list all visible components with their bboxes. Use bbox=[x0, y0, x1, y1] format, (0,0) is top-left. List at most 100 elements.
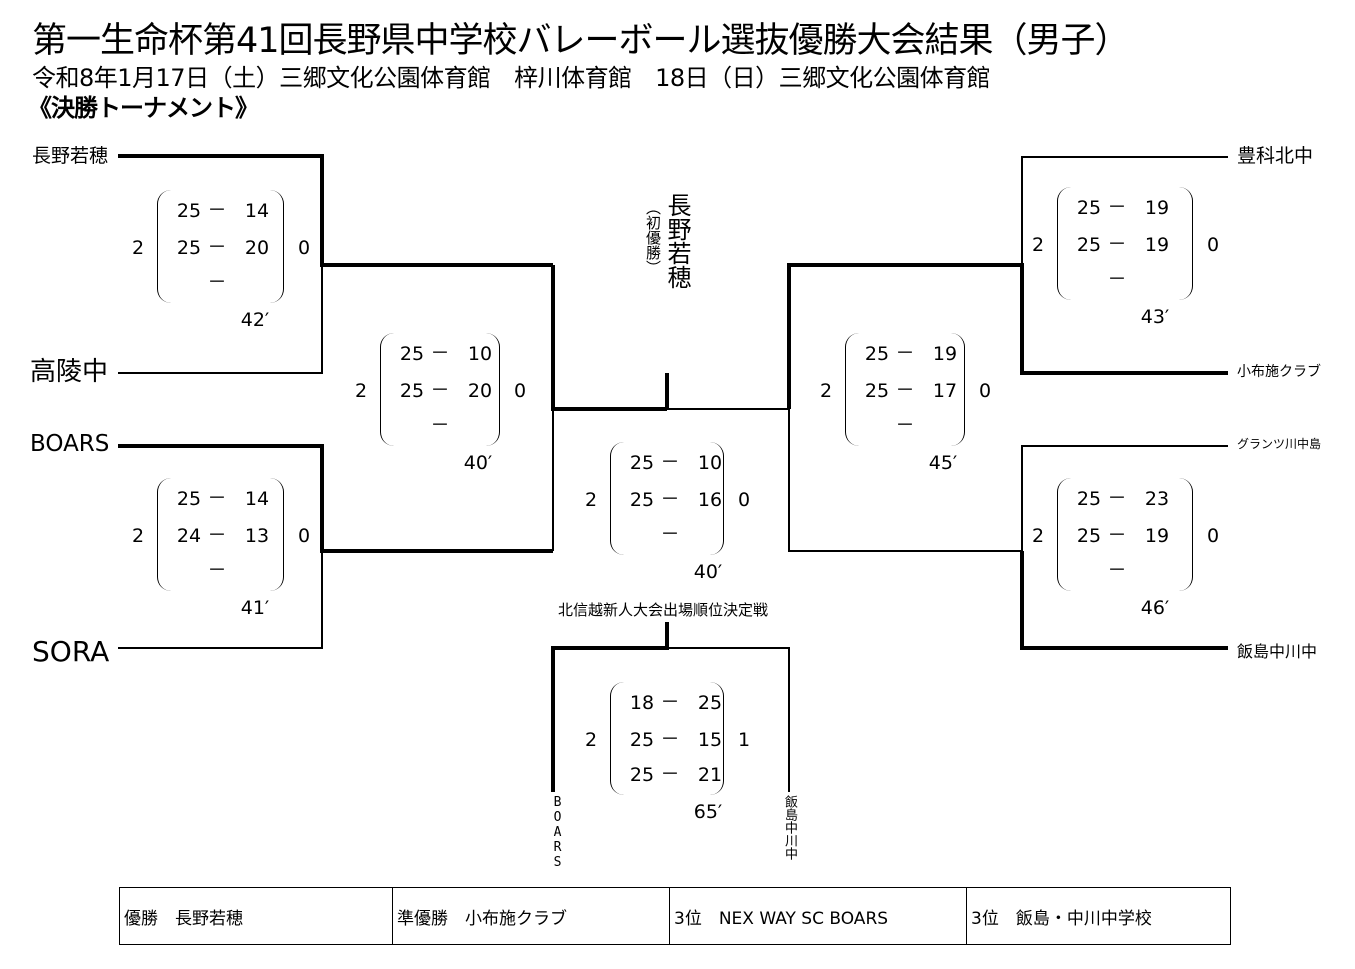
third-place-left-team: BOARS bbox=[550, 795, 565, 870]
match-time: 40′ bbox=[693, 561, 723, 583]
set-dash: － bbox=[660, 691, 680, 713]
set-score-left: 25 bbox=[629, 764, 655, 786]
sets-won-left: 2 bbox=[131, 525, 145, 547]
set-score-left: 25 bbox=[176, 237, 202, 259]
bracket-line bbox=[551, 265, 667, 411]
match-time: 40′ bbox=[463, 452, 493, 474]
bracket-line bbox=[1020, 551, 1228, 650]
set-score-left: 25 bbox=[864, 380, 890, 402]
set-score-left: 25 bbox=[629, 452, 655, 474]
match-time: 43′ bbox=[1140, 306, 1170, 328]
set-dash: － bbox=[895, 342, 915, 364]
score-box-LS bbox=[380, 333, 500, 446]
set-score-left: 25 bbox=[629, 729, 655, 751]
set-dash: － bbox=[430, 414, 450, 436]
team-toyoshina-kita: 豊科北中 bbox=[1237, 145, 1314, 167]
set-score-right: 13 bbox=[244, 525, 270, 547]
sets-won-right: 0 bbox=[737, 489, 751, 511]
sets-won-right: 0 bbox=[1206, 525, 1220, 547]
set-dash: － bbox=[207, 524, 227, 546]
set-score-left: 25 bbox=[1076, 234, 1102, 256]
set-dash: － bbox=[430, 379, 450, 401]
champion-name: 長野若穂 bbox=[663, 193, 691, 289]
set-score-left: 25 bbox=[399, 380, 425, 402]
set-dash: － bbox=[207, 236, 227, 258]
set-score-left: 25 bbox=[1076, 488, 1102, 510]
set-dash: － bbox=[1107, 196, 1127, 218]
set-dash: － bbox=[207, 487, 227, 509]
set-score-left: 24 bbox=[176, 525, 202, 547]
sets-won-left: 2 bbox=[1031, 234, 1045, 256]
set-score-right: 10 bbox=[467, 343, 493, 365]
section-heading: 《決勝トーナメント》 bbox=[28, 94, 259, 122]
set-score-right: 20 bbox=[244, 237, 270, 259]
set-dash: － bbox=[660, 451, 680, 473]
final-standings-table: 優勝 長野若穂 準優勝 小布施クラブ 3位 NEX WAY SC BOARS 3… bbox=[119, 887, 1231, 945]
bracket-line bbox=[118, 444, 553, 553]
set-score-right: 25 bbox=[697, 692, 723, 714]
team-koryo: 高陵中 bbox=[30, 357, 109, 387]
set-score-left: 25 bbox=[629, 489, 655, 511]
set-score-right: 23 bbox=[1144, 488, 1170, 510]
third-place-right-team: 飯島中川中 bbox=[782, 795, 797, 860]
sets-won-right: 0 bbox=[1206, 234, 1220, 256]
set-score-right: 19 bbox=[1144, 197, 1170, 219]
bracket-line bbox=[118, 265, 323, 374]
set-dash: － bbox=[207, 199, 227, 221]
score-box-F bbox=[610, 442, 724, 555]
score-box-R2 bbox=[1057, 478, 1193, 591]
set-score-right: 19 bbox=[1144, 525, 1170, 547]
set-score-right: 20 bbox=[467, 380, 493, 402]
team-iijima-nakagawa: 飯島中川中 bbox=[1237, 642, 1318, 661]
bracket-line bbox=[1021, 445, 1228, 551]
team-grants-kawanakajima: グランツ川中島 bbox=[1237, 437, 1322, 451]
bracket-line bbox=[551, 622, 669, 792]
match-time: 45′ bbox=[928, 452, 958, 474]
set-score-right: 21 bbox=[697, 764, 723, 786]
set-score-right: 16 bbox=[697, 489, 723, 511]
table-row: 優勝 長野若穂 準優勝 小布施クラブ 3位 NEX WAY SC BOARS 3… bbox=[119, 887, 1231, 945]
bracket-line bbox=[667, 647, 790, 792]
score-box-R1 bbox=[1057, 187, 1193, 300]
set-dash: － bbox=[660, 523, 680, 545]
standing-third-1: 3位 NEX WAY SC BOARS bbox=[669, 887, 967, 945]
score-box-T3 bbox=[610, 682, 724, 795]
match-time: 46′ bbox=[1140, 597, 1170, 619]
set-dash: － bbox=[1107, 487, 1127, 509]
sets-won-left: 2 bbox=[584, 489, 598, 511]
sets-won-right: 0 bbox=[978, 380, 992, 402]
standing-winner: 優勝 長野若穂 bbox=[119, 887, 393, 945]
sets-won-right: 0 bbox=[297, 525, 311, 547]
set-score-left: 25 bbox=[1076, 525, 1102, 547]
score-box-RS bbox=[845, 333, 965, 446]
sets-won-right: 0 bbox=[297, 237, 311, 259]
set-dash: － bbox=[1107, 268, 1127, 290]
set-dash: － bbox=[895, 379, 915, 401]
set-dash: － bbox=[430, 342, 450, 364]
sets-won-left: 2 bbox=[584, 729, 598, 751]
set-score-left: 25 bbox=[176, 488, 202, 510]
bracket-line bbox=[788, 409, 1022, 552]
set-score-left: 25 bbox=[399, 343, 425, 365]
sets-won-left: 2 bbox=[131, 237, 145, 259]
set-score-left: 25 bbox=[864, 343, 890, 365]
set-dash: － bbox=[207, 559, 227, 581]
sets-won-left: 2 bbox=[819, 380, 833, 402]
match-time: 42′ bbox=[240, 309, 270, 331]
set-dash: － bbox=[895, 414, 915, 436]
sets-won-right: 1 bbox=[737, 729, 751, 751]
third-place-match-title: 北信越新人大会出場順位決定戦 bbox=[558, 601, 769, 619]
set-score-left: 18 bbox=[629, 692, 655, 714]
champion-note: （初優勝） bbox=[644, 200, 662, 275]
score-box-L2 bbox=[157, 478, 284, 591]
bracket-line bbox=[1021, 156, 1228, 265]
sets-won-left: 2 bbox=[1031, 525, 1045, 547]
set-dash: － bbox=[1107, 233, 1127, 255]
set-score-right: 14 bbox=[244, 200, 270, 222]
set-dash: － bbox=[660, 728, 680, 750]
bracket-line bbox=[118, 551, 323, 649]
set-dash: － bbox=[1107, 524, 1127, 546]
team-boars: BOARS bbox=[30, 431, 110, 457]
set-dash: － bbox=[207, 271, 227, 293]
